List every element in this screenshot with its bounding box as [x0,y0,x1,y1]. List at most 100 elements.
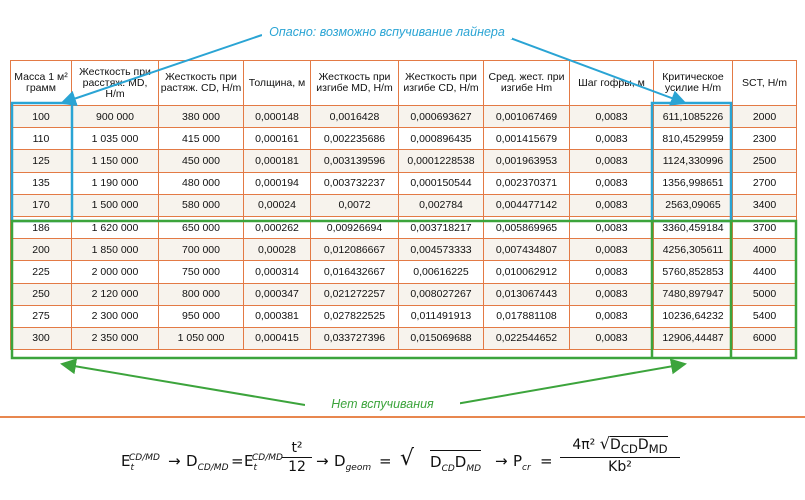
table-cell: 250 [10,282,72,306]
table-cell: 0,004573333 [398,238,484,262]
table-cell: 1 190 000 [71,171,159,195]
table-cell: 2500 [732,149,797,173]
table-cell: 0,021272257 [310,282,399,306]
table-header-row: Масса 1 м² грамм Жесткость при расстяж. … [10,60,797,106]
header-cell: Масса 1 м² грамм [10,60,72,106]
safe-arrow-left [60,358,306,406]
table-cell: 135 [10,171,72,195]
formula-pcr-numerator: 4π² √DCDDMD [560,434,680,458]
table-cell: 0,00024 [243,193,311,217]
table-cell: 12906,44487 [653,326,733,351]
table-cell: 170 [10,193,72,217]
header-cell: Сред. жест. при изгибе Hm [483,60,570,106]
table-cell: 0,005869965 [483,215,570,240]
table-cell: 0,007434807 [483,238,570,262]
table-cell: 0,0083 [569,326,654,351]
header-cell: Жесткость при изгибе MD, H/m [310,60,399,106]
table-cell: 580 000 [158,193,244,217]
table-cell: 0,0083 [569,149,654,173]
table-cell: 0,003732237 [310,171,399,195]
header-cell: Шаг гофры, м [569,60,654,106]
table-cell: 480 000 [158,171,244,195]
table-cell: 186 [10,215,72,240]
table-cell: 225 [10,260,72,284]
table-cell: 0,001415679 [483,127,570,151]
table-cell: 800 000 [158,282,244,306]
table-cell: 0,011491913 [398,304,484,328]
table-cell: 0,033727396 [310,326,399,351]
formula-t2-fraction: t² 12 [282,440,312,475]
table-cell: 380 000 [158,104,244,129]
table-cell: 0,0083 [569,304,654,328]
formula-arrow: → [495,452,508,470]
table-cell: 0,0083 [569,104,654,129]
formula-D: DCD/MD [186,452,229,473]
table-cell: 6000 [732,326,797,351]
table-cell: 750 000 [158,260,244,284]
table-cell: 3400 [732,193,797,217]
table-cell: 0,004477142 [483,193,570,217]
table-cell: 100 [10,104,72,129]
table-cell: 0,008027267 [398,282,484,306]
table-cell: 0,000181 [243,149,311,173]
table-cell: 5760,852853 [653,260,733,284]
table-cell: 4400 [732,260,797,284]
formula-pcr-fraction: 4π² √DCDDMD Kb² [560,434,680,475]
table-cell: 0,0083 [569,127,654,151]
table-cell: 1 500 000 [71,193,159,217]
table-cell: 5000 [732,282,797,306]
table-cell: 2 350 000 [71,326,159,351]
table-cell: 1 620 000 [71,215,159,240]
danger-callout-label: Опасно: возможно вспучивание лайнера [262,25,512,39]
table-cell: 611,1085226 [653,104,733,129]
table-cell: 0,00616225 [398,260,484,284]
table-cell: 1 850 000 [71,238,159,262]
formula-arrow: → [316,452,329,470]
table-cell: 0,015069688 [398,326,484,351]
formula-sqrt-content: DCDDMD [430,450,482,474]
table-cell: 0,0083 [569,260,654,284]
formula-equals: = [231,452,244,470]
table-cell: 0,010062912 [483,260,570,284]
table-cell: 0,00028 [243,238,311,262]
table-cell: 1124,330996 [653,149,733,173]
table-cell: 0,002784 [398,193,484,217]
table-cell: 0,000314 [243,260,311,284]
safe-callout-label: Нет вспучивания [305,397,460,411]
table-cell: 1 050 000 [158,326,244,351]
table-cell: 0,0072 [310,193,399,217]
table-cell: 10236,64232 [653,304,733,328]
table-cell: 0,027822525 [310,304,399,328]
table-cell: 0,0083 [569,238,654,262]
formula-E2: EtCD/MD [244,452,283,473]
table-cell: 125 [10,149,72,173]
formula-chain: EtCD/MD → DCD/MD = EtCD/MD t² 12 → Dgeom… [0,418,805,500]
table-cell: 0,0083 [569,193,654,217]
table-cell: 2 000 000 [71,260,159,284]
formula-P: Pcr [513,452,531,473]
table-cell: 1 150 000 [71,149,159,173]
table-cell: 0,003139596 [310,149,399,173]
header-cell: Критическое усилие H/m [653,60,733,106]
header-cell: Жесткость при растяж. CD, H/m [158,60,244,106]
table-cell: 650 000 [158,215,244,240]
table-cell: 0,022544652 [483,326,570,351]
table-cell: 0,0001228538 [398,149,484,173]
table-cell: 0,000194 [243,171,311,195]
table-cell: 0,001963953 [483,149,570,173]
table-cell: 0,000896435 [398,127,484,151]
table-cell: 0,002235686 [310,127,399,151]
table-cell: 0,000148 [243,104,311,129]
table-cell: 7480,897947 [653,282,733,306]
formula-arrow: → [168,452,181,470]
table-cell: 0,000693627 [398,104,484,129]
table-cell: 0,000150544 [398,171,484,195]
table-cell: 0,0083 [569,282,654,306]
